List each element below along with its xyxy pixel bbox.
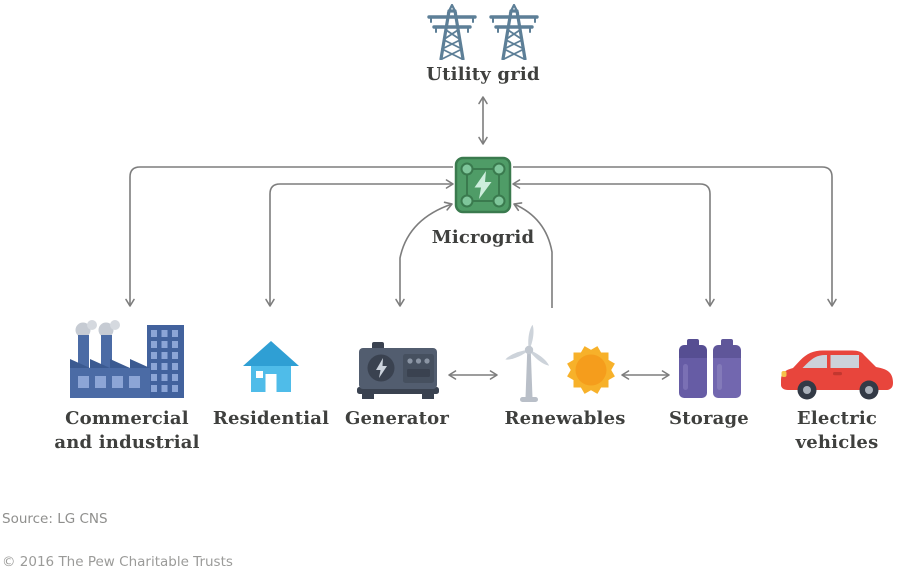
storage-label: Storage [669,408,749,429]
lightning-bolt-icon [474,171,492,199]
generator-label: Generator [344,408,450,429]
factory-icon [70,320,184,398]
battery-icon [713,339,741,398]
edge-microgrid-storage [512,179,715,307]
electric-vehicles-label-line1: Electric [796,408,878,429]
battery-icon [679,339,707,398]
wind-turbine-icon [505,324,550,402]
wind-turbine-and-sun-icon [505,324,615,402]
lightning-bolt-icon [376,358,387,378]
electric-car-icon [781,350,893,400]
commercial-label-line1: Commercial [65,408,189,429]
pylon-icon [427,4,477,60]
commercial-label: Commercial and industrial [27,407,227,455]
utility-grid-label: Utility grid [426,64,540,85]
edge-microgrid-commercial [125,166,453,307]
copyright-notice: © 2016 The Pew Charitable Trusts [2,554,233,570]
edge-microgrid-generator [395,201,453,307]
microgrid-label: Microgrid [431,227,535,248]
source-attribution: Source: LG CNS [2,511,108,527]
commercial-label-line2: and industrial [54,432,200,453]
renewables-label: Renewables [504,408,626,429]
sun-icon [567,346,615,394]
residential-label: Residential [212,408,330,429]
generator-icon [357,342,439,399]
batteries-icon [679,339,741,398]
transmission-towers-icon [427,4,539,60]
electric-vehicles-label-line2: vehicles [795,432,879,453]
electric-vehicles-label: Electric vehicles [757,407,900,455]
house-icon [243,341,299,392]
microgrid-circuit-icon [454,156,512,214]
edge-microgrid-residential [265,179,454,307]
edge-renewables-microgrid [513,202,553,308]
edge-microgrid-ev [513,166,837,307]
pylon-icon [489,4,539,60]
